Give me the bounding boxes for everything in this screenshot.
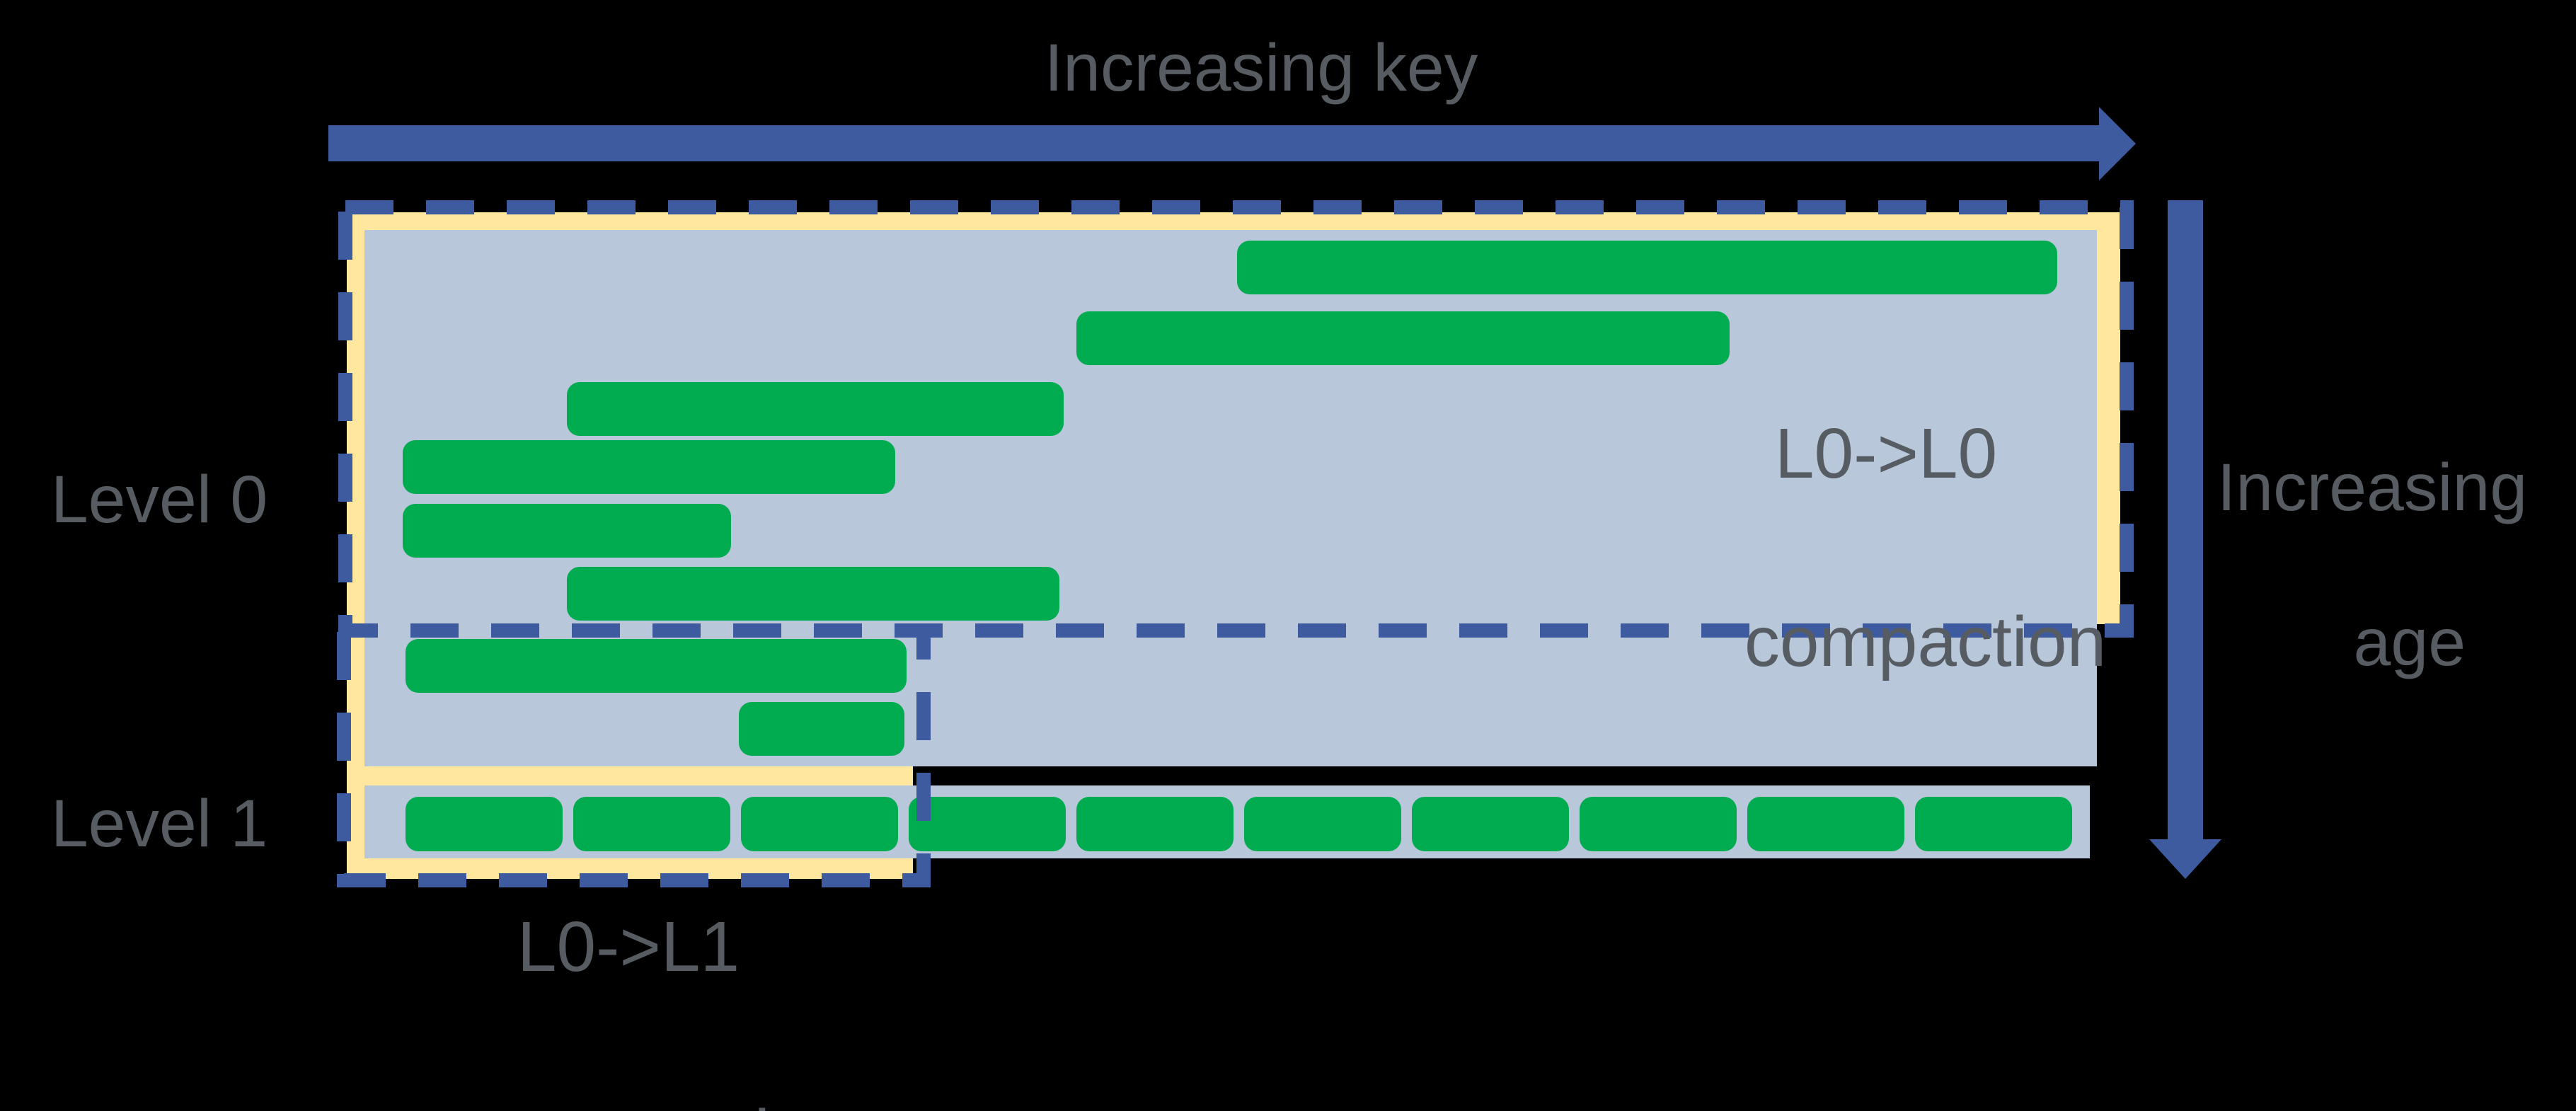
l0-l0-compaction-label: L0->L0 compaction (1666, 407, 2107, 783)
level0-sstable-7 (406, 639, 907, 693)
level1-label: Level 1 (50, 786, 268, 861)
level1-sstable-3 (741, 797, 898, 851)
level0-sstable-5 (403, 504, 731, 558)
increasing-key-arrowhead-icon (2099, 107, 2136, 180)
increasing-age-label-line2: age (2353, 604, 2466, 680)
increasing-key-arrow (328, 125, 2099, 161)
level1-sstable-4 (909, 797, 1066, 851)
l0-l0-compaction-outline (338, 200, 2134, 638)
l0-l1-compaction-label-line2: compaction (487, 1095, 849, 1111)
increasing-age-label-line1: Increasing (2216, 450, 2528, 525)
increasing-age-arrowhead-icon (2149, 839, 2221, 879)
l0-l0-compaction-label-line2: compaction (1744, 602, 2107, 681)
level1-sstable-6 (1244, 797, 1401, 851)
level0-sstable-1 (1237, 241, 2057, 294)
increasing-key-label: Increasing key (1044, 30, 1478, 105)
level1-sstable-1 (406, 797, 563, 851)
level0-label: Level 0 (50, 462, 268, 537)
level1-sstable-10 (1915, 797, 2072, 851)
level0-sstable-4 (403, 440, 895, 494)
increasing-age-label: Increasing age (2217, 449, 2527, 759)
l0-l0-compaction-label-line1: L0->L0 (1774, 414, 1998, 493)
l0-l1-compaction-label: L0->L1 compaction (408, 900, 849, 1111)
increasing-age-arrow (2168, 200, 2203, 839)
l0-l1-compaction-outline (337, 632, 931, 887)
level1-sstable-8 (1580, 797, 1737, 851)
level0-sstable-6 (567, 567, 1059, 621)
level1-sstable-2 (573, 797, 730, 851)
level0-sstable-2 (1076, 311, 1730, 365)
level0-sstable-3 (567, 382, 1064, 436)
level0-sstable-8 (739, 702, 904, 756)
level1-sstable-7 (1412, 797, 1569, 851)
level1-sstable-5 (1076, 797, 1234, 851)
l0-l1-compaction-label-line1: L0->L1 (517, 907, 740, 986)
level1-sstable-9 (1747, 797, 1904, 851)
